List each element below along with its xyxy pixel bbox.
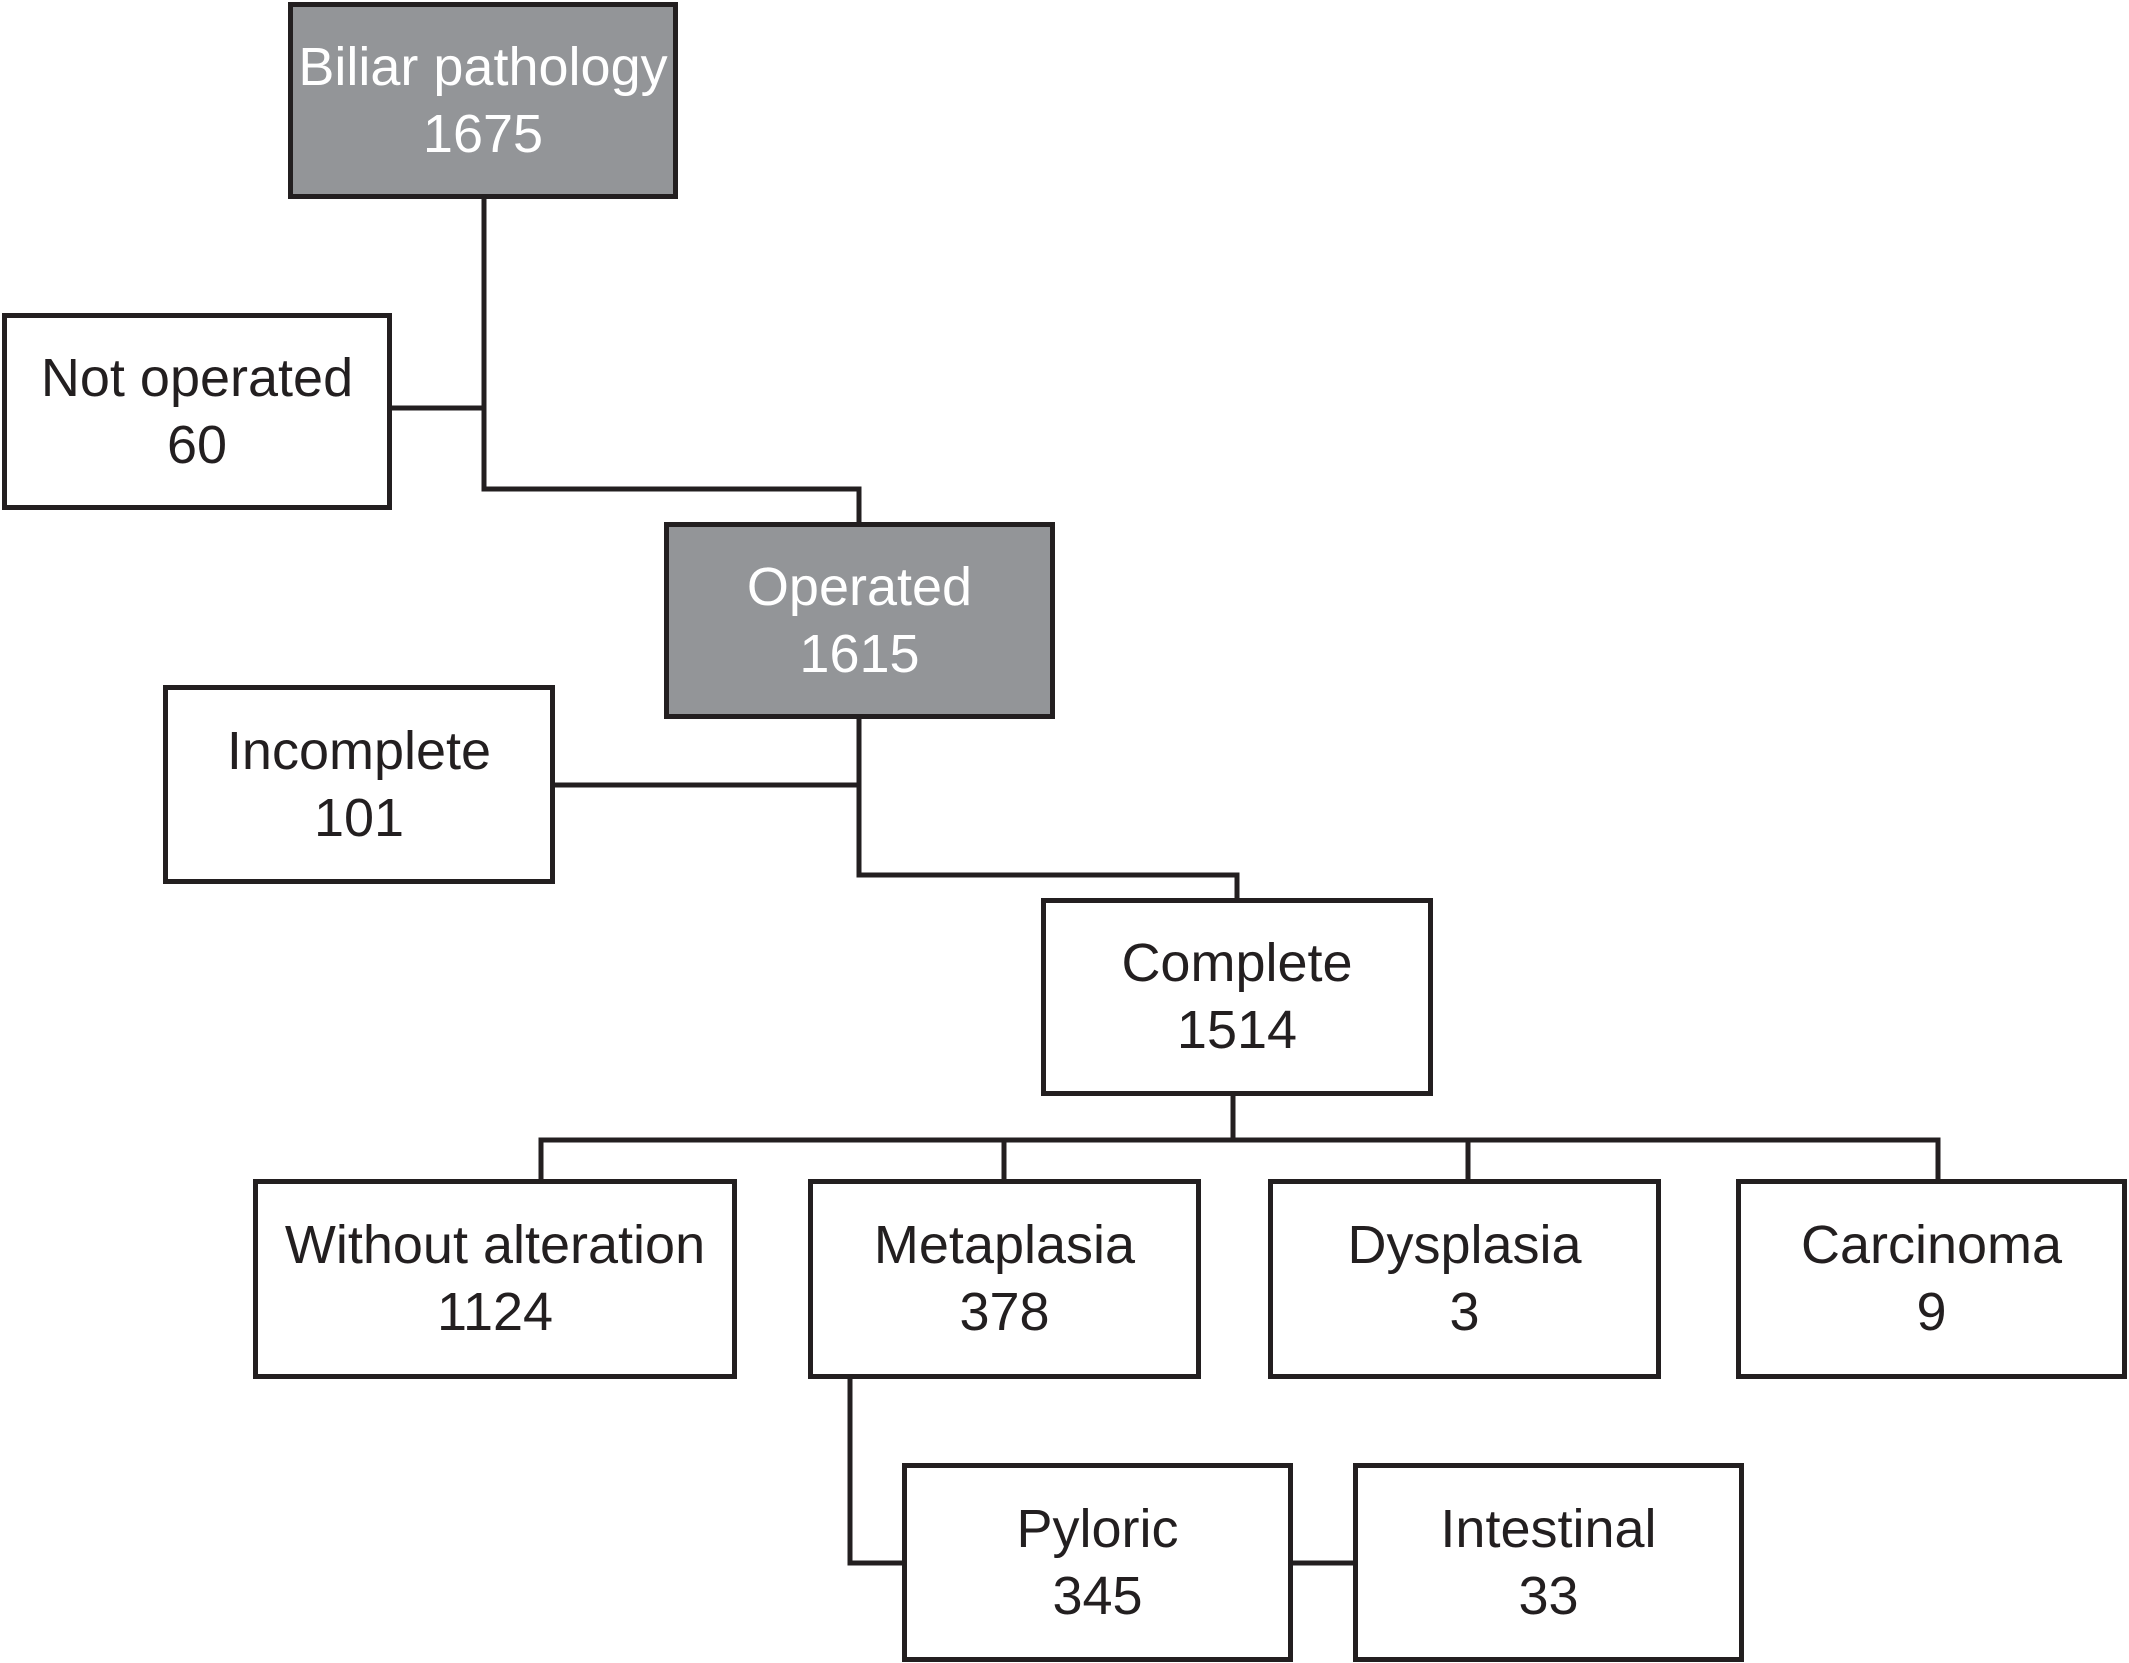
node-complete: Complete 1514 xyxy=(1041,898,1433,1096)
node-biliar-pathology: Biliar pathology 1675 xyxy=(288,2,678,199)
connector-operated-to-complete xyxy=(856,782,1240,903)
node-incomplete-label: Incomplete xyxy=(226,720,492,781)
node-metaplasia-label: Metaplasia xyxy=(873,1215,1136,1275)
node-complete-label: Complete xyxy=(1121,933,1353,993)
node-metaplasia: Metaplasia 378 xyxy=(808,1179,1201,1379)
node-dysplasia: Dysplasia 3 xyxy=(1268,1179,1661,1379)
node-not-operated-count: 60 xyxy=(166,414,228,475)
node-without-alteration-count: 1124 xyxy=(436,1282,554,1342)
node-operated: Operated 1615 xyxy=(664,522,1055,719)
node-pyloric: Pyloric 345 xyxy=(902,1463,1293,1662)
node-complete-count: 1514 xyxy=(1176,1000,1298,1060)
connector-complete-to-outcomes xyxy=(538,1091,1941,1143)
node-not-operated: Not operated 60 xyxy=(2,313,392,510)
node-incomplete-count: 101 xyxy=(313,787,405,848)
connector-operated-to-incomplete xyxy=(550,714,862,788)
connector-biliar-to-not-operated xyxy=(387,194,487,411)
node-intestinal-label: Intestinal xyxy=(1440,1498,1657,1559)
node-dysplasia-label: Dysplasia xyxy=(1347,1215,1582,1275)
node-pyloric-label: Pyloric xyxy=(1016,1498,1179,1559)
node-incomplete: Incomplete 101 xyxy=(163,685,555,884)
node-pyloric-count: 345 xyxy=(1052,1565,1143,1626)
node-not-operated-label: Not operated xyxy=(40,347,354,408)
node-carcinoma: Carcinoma 9 xyxy=(1736,1179,2127,1379)
node-without-alteration: Without alteration 1124 xyxy=(253,1179,737,1379)
connector-biliar-to-operated xyxy=(481,405,862,527)
node-carcinoma-count: 9 xyxy=(1916,1282,1947,1342)
node-biliar-pathology-label: Biliar pathology xyxy=(298,36,668,97)
node-intestinal-count: 33 xyxy=(1518,1565,1579,1626)
node-operated-label: Operated xyxy=(746,556,973,617)
connector-metaplasia-to-pyloric xyxy=(847,1374,907,1566)
node-intestinal: Intestinal 33 xyxy=(1353,1463,1744,1662)
node-dysplasia-count: 3 xyxy=(1449,1282,1480,1342)
node-metaplasia-count: 378 xyxy=(959,1282,1050,1342)
node-without-alteration-label: Without alteration xyxy=(284,1215,706,1275)
node-operated-count: 1615 xyxy=(799,623,920,684)
node-biliar-pathology-count: 1675 xyxy=(422,103,544,164)
node-carcinoma-label: Carcinoma xyxy=(1800,1215,2063,1275)
